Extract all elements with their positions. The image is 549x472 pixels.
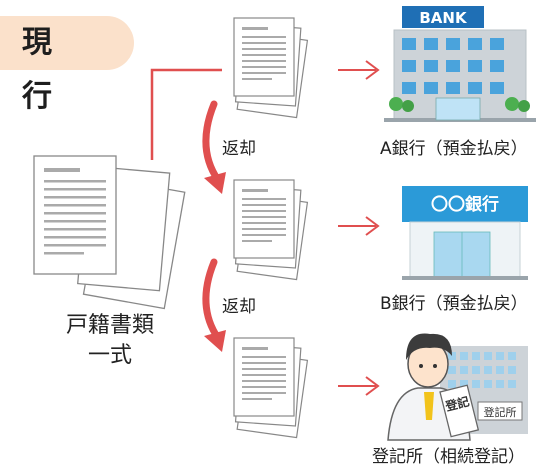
destination-label-registry: 登記所（相続登記） <box>372 447 525 467</box>
return-arrow-icon <box>202 100 226 194</box>
bank-b-sign: 〇〇銀行 <box>431 194 499 215</box>
source-label-line2: 一式 <box>87 343 132 368</box>
arrow-icon <box>337 216 379 236</box>
registry-document-text: 登記 <box>443 393 471 414</box>
source-label: 戸籍書類 一式 <box>40 311 180 371</box>
source-label-line1: 戸籍書類 <box>65 313 154 338</box>
document-stack-icon <box>233 17 309 119</box>
badge-current: 現 行 <box>0 16 134 114</box>
destination-label-b: B銀行（預金払戻） <box>380 294 528 314</box>
return-label-2: 返却 <box>222 297 256 317</box>
document-stack-icon <box>233 179 309 281</box>
registry-officer-icon: 登記 <box>387 333 480 441</box>
registry-sign: 登記所 <box>484 405 517 419</box>
arrow-icon <box>337 376 379 396</box>
destination-label-a: A銀行（預金払戻） <box>380 139 528 159</box>
arrow-icon <box>337 60 379 80</box>
return-arrow-icon <box>202 258 226 352</box>
bank-b-building-icon: 〇〇銀行 <box>402 186 528 280</box>
bank-a-building-icon: BANK <box>384 6 536 122</box>
source-document-stack-icon <box>33 155 186 310</box>
return-label-1: 返却 <box>222 139 256 159</box>
bank-a-sign: BANK <box>419 9 468 27</box>
document-stack-icon <box>233 337 309 439</box>
flow-line-icon <box>150 68 222 160</box>
